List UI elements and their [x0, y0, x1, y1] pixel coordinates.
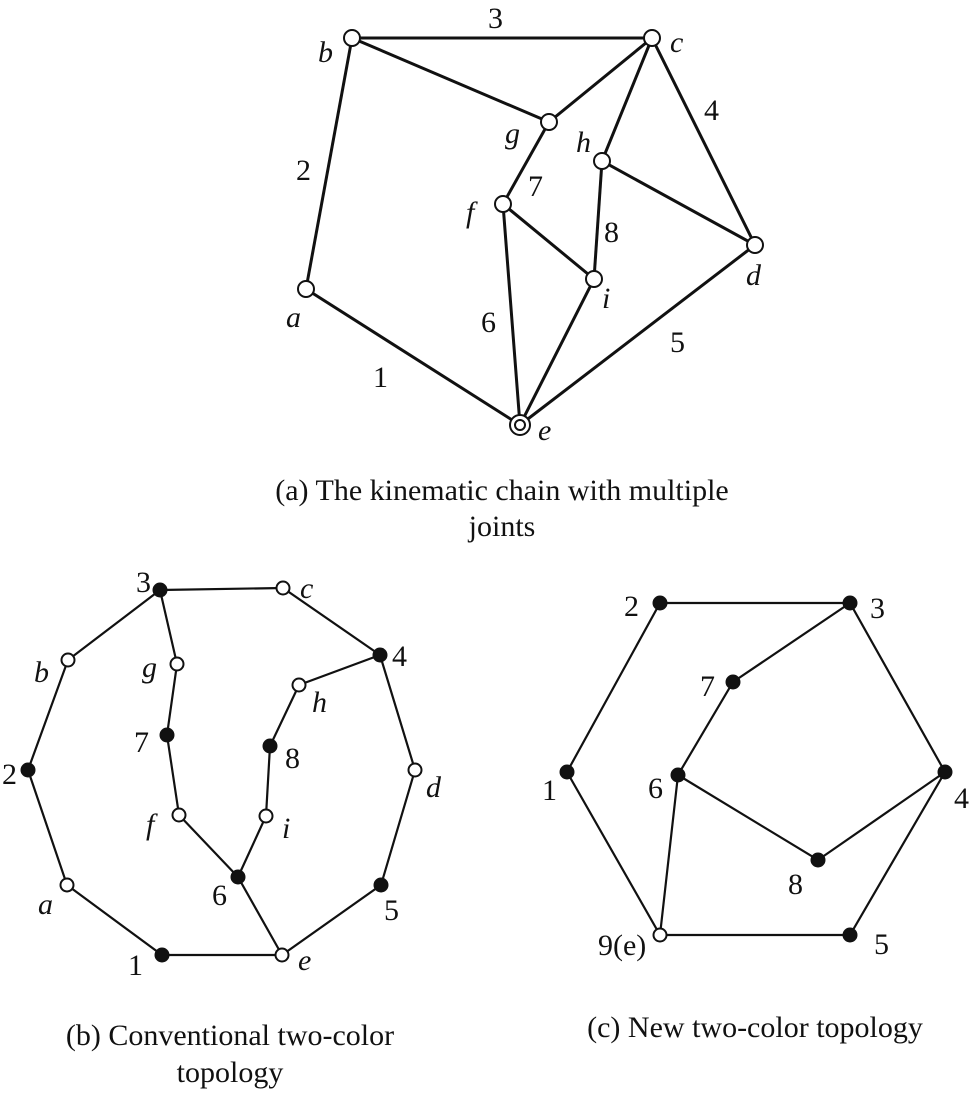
panel-b-conventional-topology: 3 c b g 4 h 7 8 2 d f i a 6 5 1 e (b) Co… — [2, 566, 442, 1089]
branch-3-7-6-9 — [658, 602, 851, 936]
link-2 — [304, 37, 354, 290]
joint-label-f: f — [466, 196, 478, 229]
caption-a-line2: joints — [468, 510, 536, 543]
nodes-b — [20, 580, 423, 963]
c-label-3: 3 — [870, 592, 885, 625]
joint-label-d: d — [746, 259, 762, 292]
caption-c: (c) New two-color topology — [587, 1011, 923, 1044]
c-label-2: 2 — [624, 590, 639, 623]
c-label-8: 8 — [788, 868, 803, 901]
branch-4-h-8-i-6 — [237, 653, 381, 878]
b-label-b: b — [34, 656, 49, 689]
panel-c-new-topology: 2 3 7 1 6 4 8 9(e) 5 (c) New two-color t… — [542, 590, 969, 1044]
link-1 — [305, 287, 521, 427]
b-label-5: 5 — [384, 894, 399, 927]
nodes-c — [559, 595, 953, 943]
outer-cycle-c — [565, 601, 947, 937]
c-label-9e: 9(e) — [598, 929, 646, 962]
link-4-ternary — [600, 34, 759, 249]
c-label-5: 5 — [874, 928, 889, 961]
b-label-4: 4 — [392, 640, 407, 673]
link-label-8: 8 — [604, 216, 619, 249]
joint-label-c: c — [670, 26, 683, 59]
caption-a-line1: (a) The kinematic chain with multiple — [275, 474, 728, 507]
link-8 — [592, 160, 604, 280]
c-label-6: 6 — [648, 772, 663, 805]
b-label-g: g — [142, 651, 157, 684]
caption-b-line1: (b) Conventional two-color — [66, 1019, 394, 1052]
link-label-6: 6 — [481, 306, 496, 339]
link-6-ternary — [501, 200, 596, 431]
b-label-1: 1 — [128, 949, 143, 982]
joint-label-a: a — [286, 301, 301, 334]
b-label-7: 7 — [134, 726, 149, 759]
joint-label-g: g — [505, 117, 520, 150]
b-label-8: 8 — [285, 742, 300, 775]
c-label-7: 7 — [700, 670, 715, 703]
b-label-h: h — [312, 686, 327, 719]
link-label-3: 3 — [488, 2, 503, 35]
joint-label-i: i — [602, 282, 610, 315]
b-label-6: 6 — [212, 879, 227, 912]
b-label-a: a — [38, 888, 53, 921]
c-label-4: 4 — [954, 782, 969, 815]
b-label-d: d — [426, 771, 442, 804]
branch-3-g-7-f-6-e — [158, 589, 283, 956]
link-label-5: 5 — [670, 326, 685, 359]
b-label-e: e — [298, 944, 311, 977]
branch-6-8-4 — [677, 771, 946, 862]
b-label-f: f — [146, 808, 158, 841]
joint-label-e: e — [538, 414, 551, 447]
link-label-4: 4 — [704, 94, 719, 127]
joint-label-h: h — [576, 126, 591, 159]
link-label-2: 2 — [296, 154, 311, 187]
link-5 — [519, 243, 756, 427]
link-7 — [501, 121, 551, 205]
link-label-1: 1 — [373, 361, 388, 394]
b-label-c: c — [300, 572, 313, 605]
panel-a-kinematic-chain: 3 4 2 7 8 6 5 1 b c g h f i d a e (a) Th… — [275, 2, 764, 543]
b-label-3: 3 — [136, 566, 151, 599]
b-label-2: 2 — [2, 758, 17, 791]
joints-a — [297, 29, 764, 436]
b-label-i: i — [282, 812, 290, 845]
c-label-1: 1 — [542, 774, 557, 807]
link-3-ternary — [351, 36, 657, 124]
caption-b-line2: topology — [177, 1056, 284, 1089]
link-label-7: 7 — [528, 170, 543, 203]
joint-label-b: b — [318, 36, 333, 69]
